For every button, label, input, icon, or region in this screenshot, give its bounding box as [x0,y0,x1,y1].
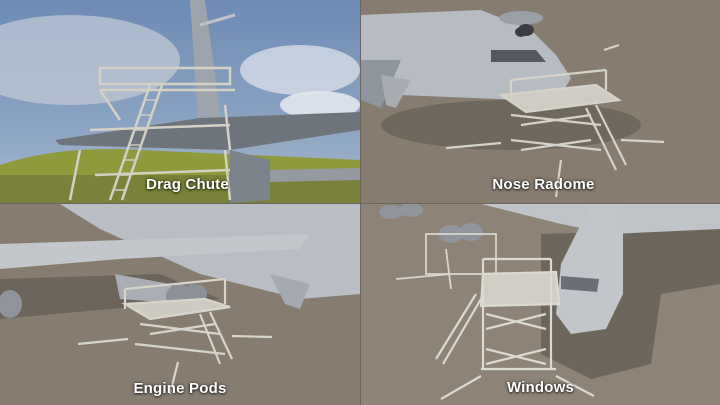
panel-caption: Windows [506,379,575,396]
panel-caption: Drag Chute [146,176,229,193]
drag-chute-render [0,0,360,203]
panel-caption: Engine Pods [133,380,227,397]
engine-pods-render [0,204,360,405]
windows-render [361,204,720,405]
panel-drag-chute: Drag Chute [0,0,360,203]
panel-windows: Windows [361,204,720,405]
panel-caption: Nose Radome [492,176,595,193]
panel-engine-pods: Engine Pods [0,204,360,405]
nose-radome-render [361,0,720,203]
panel-nose-radome: Nose Radome [361,0,720,203]
